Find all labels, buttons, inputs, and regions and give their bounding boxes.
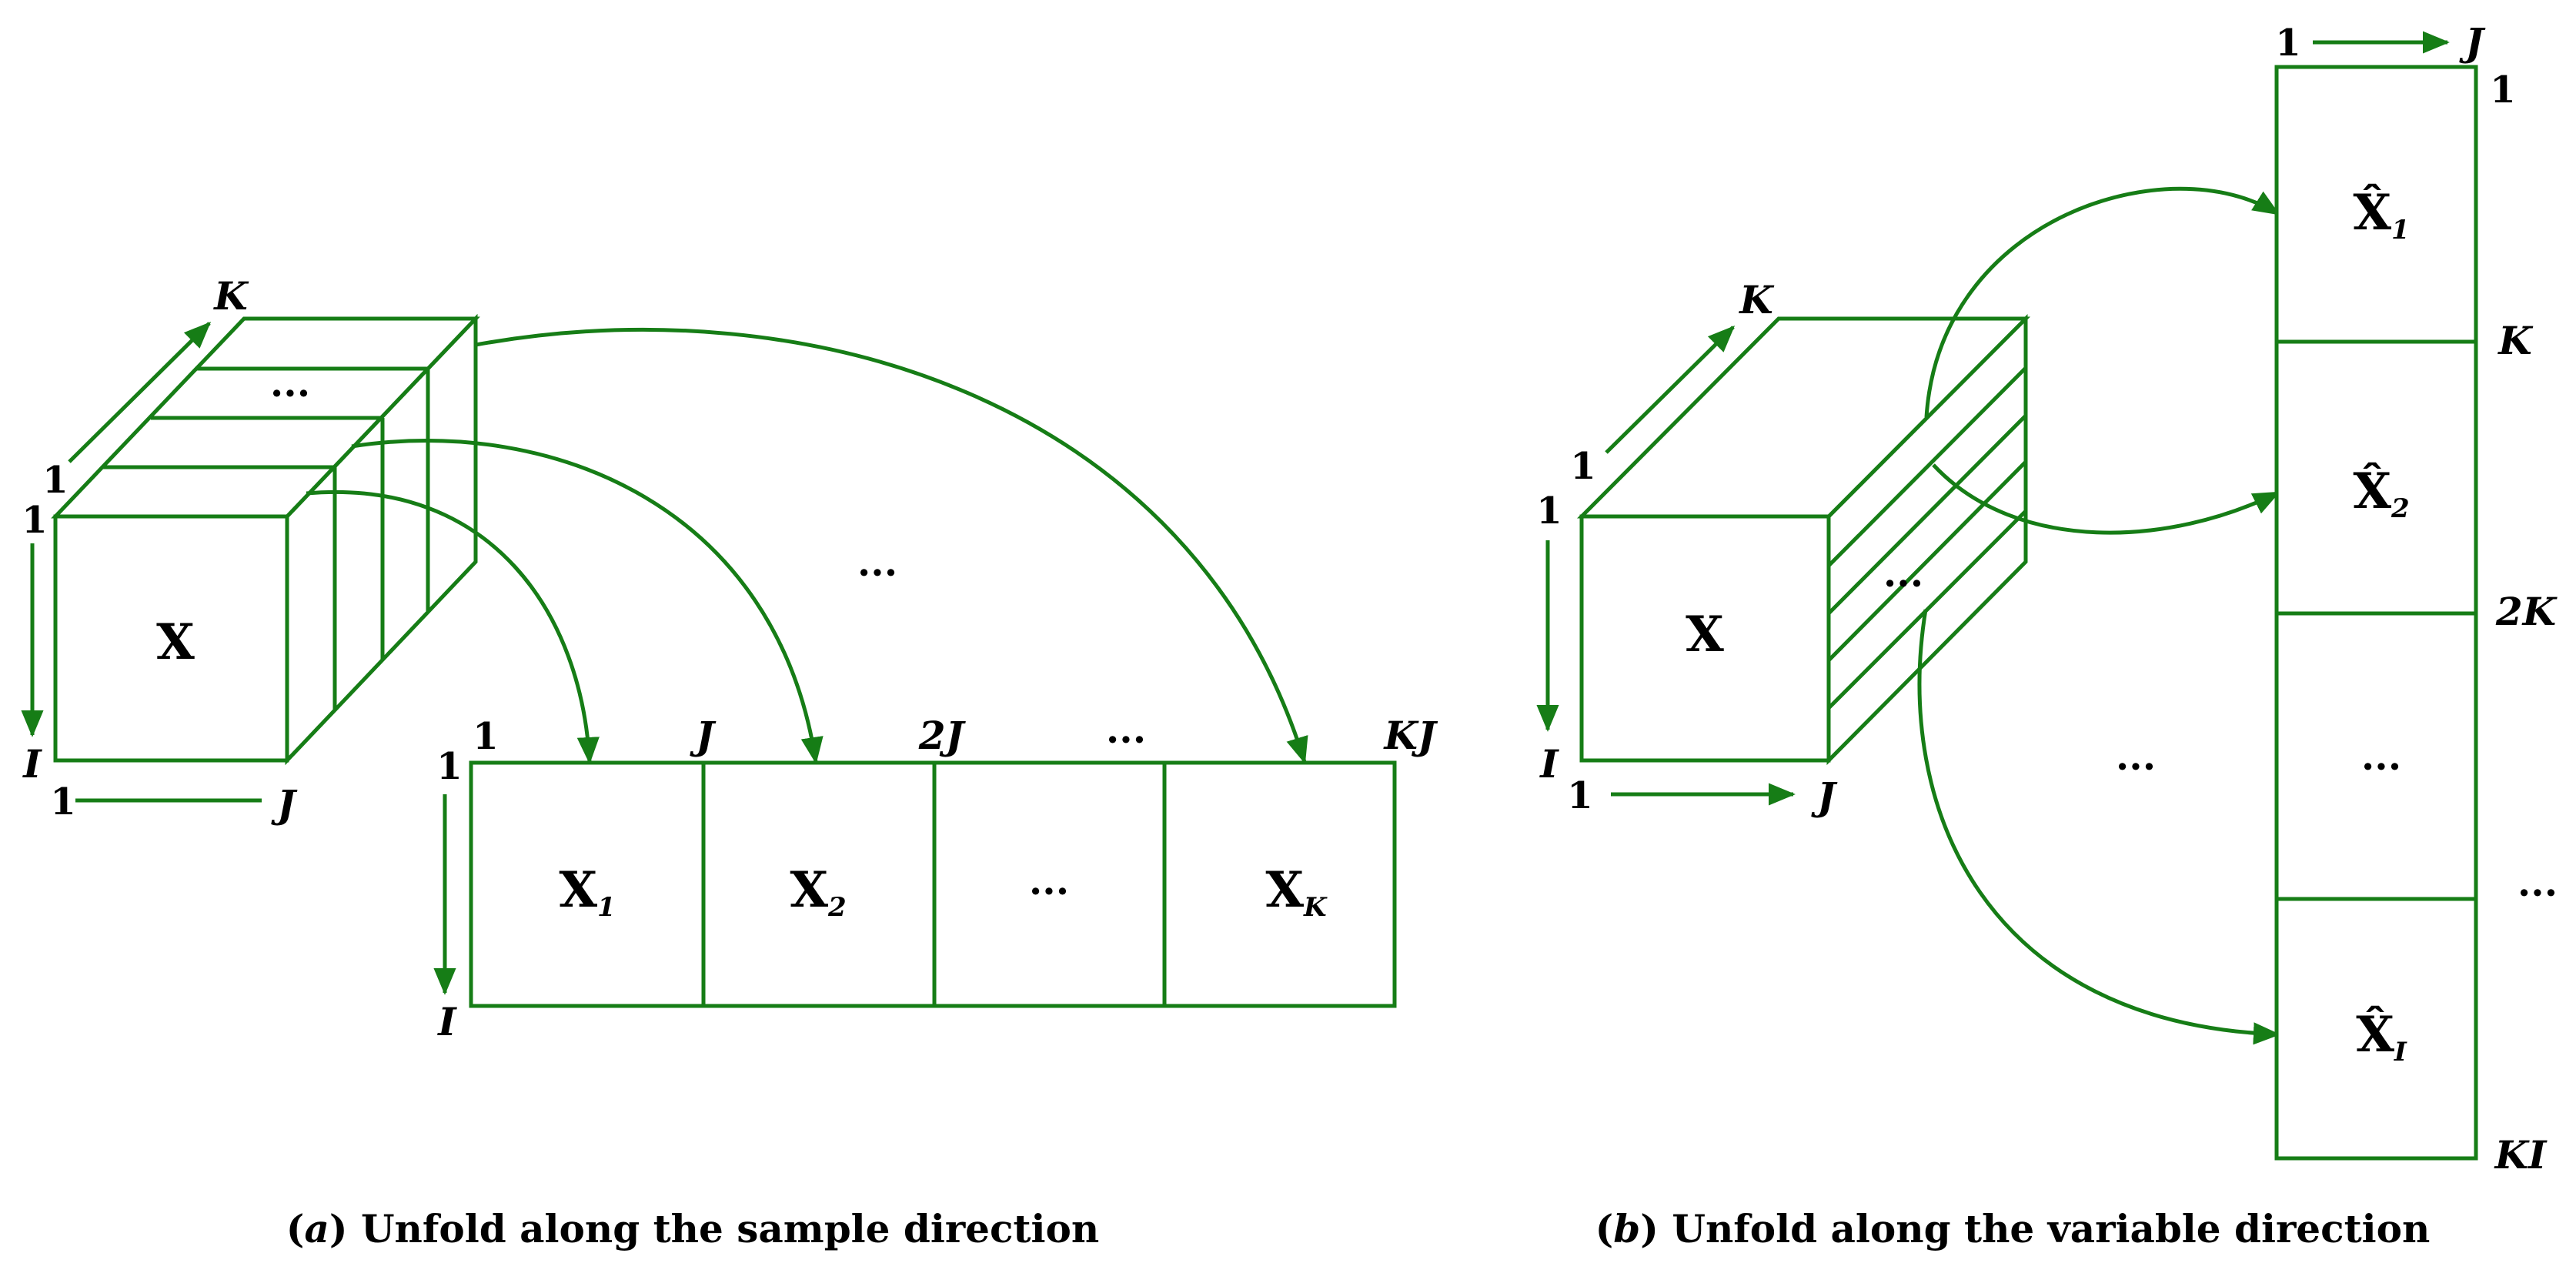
unfold-dots-b: ... <box>2116 733 2156 779</box>
k-axis-start: 1 <box>1570 445 1595 488</box>
matrix-b: 1 J 1 K 2K ... KI X̂1 X̂2 ... X̂I <box>2274 19 2558 1178</box>
cube-b: X ... <box>1576 313 2031 766</box>
matrix-a-cell-2: X2 <box>790 861 846 923</box>
j-axis-label: J <box>271 781 298 827</box>
cube-b-slice-line <box>1827 460 2027 662</box>
caption-a: (a) Unfold along the sample direction <box>286 1206 1099 1251</box>
k-axis-label: K <box>212 273 249 319</box>
cube-a-slice-dots: ... <box>270 360 310 406</box>
matrix-a-tick-j: J <box>690 713 717 758</box>
arrow-to-xhati <box>1917 609 2280 1045</box>
i-axis-label: I <box>22 741 42 787</box>
arrow-to-xk <box>475 328 1308 764</box>
arrow-to-x1 <box>306 489 600 764</box>
matrix-a-tick-2j: 2J <box>918 713 967 758</box>
panel-b: X ... K 1 1 I 1 J ... 1 <box>1536 19 2558 1251</box>
cube-a-front-face <box>53 514 289 763</box>
unfold-arrows-a <box>306 328 1308 764</box>
unfold-dots-a: ... <box>857 540 897 585</box>
matrix-b-col-start: 1 <box>2275 22 2300 65</box>
cube-b-label: X <box>1686 606 1724 663</box>
matrix-b-tick-2k: 2K <box>2495 589 2558 634</box>
matrix-b-cell-1: X̂1 <box>2353 184 2409 246</box>
unfold-arrows-b <box>1917 186 2280 1045</box>
cube-b-front-face <box>1579 514 1831 763</box>
matrix-a-cell-1: X1 <box>559 861 615 923</box>
cube-b-slice-line <box>1827 366 2027 567</box>
j-axis-label: J <box>1811 773 1838 819</box>
j-axis-start: 1 <box>1567 774 1592 817</box>
matrix-a-row-start: 1 <box>436 745 462 788</box>
k-axis-arrow <box>1605 325 1736 454</box>
matrix-b-cell-i: X̂I <box>2356 1006 2407 1067</box>
matrix-a-row-end: I <box>436 999 457 1044</box>
k-axis-arrow <box>68 321 212 463</box>
matrix-b-col-end: J <box>2459 19 2486 65</box>
matrix-a-tick-kj: KJ <box>1382 713 1438 758</box>
k-axis-label: K <box>1738 277 1775 322</box>
matrix-b-tick-1: 1 <box>2490 68 2515 112</box>
panel-a: X ... K 1 1 I 1 J ... 1 <box>21 273 1438 1251</box>
matrix-a-cell-3: ... <box>1029 858 1069 904</box>
j-axis-start: 1 <box>50 780 75 824</box>
i-axis-start: 1 <box>1536 489 1562 533</box>
i-axis-label: I <box>1539 741 1559 787</box>
cube-b-slice-line <box>1827 414 2027 615</box>
cube-b-slice-line <box>1827 510 2027 710</box>
matrix-b-tick-dots: ... <box>2518 860 2558 905</box>
matrix-b-cell-2: X̂2 <box>2353 463 2409 524</box>
arrow-to-xhat1 <box>1924 186 2280 418</box>
i-axis-start: 1 <box>22 499 47 542</box>
matrix-b-tick-k: K <box>2497 318 2534 363</box>
matrix-b-tick-ki: KI <box>2494 1132 2548 1178</box>
cube-a-label: X <box>156 613 195 671</box>
matrix-a-cell-k: XK <box>1265 861 1328 923</box>
cube-b-axes: K 1 1 I 1 J <box>1536 277 1838 819</box>
cube-b-slice-dots: ... <box>1883 550 1923 596</box>
cube-a: X ... <box>51 313 480 766</box>
matrix-a: 1 J 2J ... KJ 1 I X1 X2 ... XK <box>433 707 1438 1044</box>
matrix-a-tick-1: 1 <box>473 715 498 758</box>
matrix-a-tick-dots: ... <box>1106 707 1146 752</box>
k-axis-start: 1 <box>42 459 68 502</box>
cube-a-axes: K 1 1 I 1 J <box>21 273 298 827</box>
arrow-to-xhat2 <box>1932 463 2280 535</box>
caption-b: (b) Unfold along the variable direction <box>1595 1206 2431 1251</box>
arrow-to-x2 <box>351 439 824 764</box>
matrix-b-cell-3: ... <box>2361 733 2401 779</box>
